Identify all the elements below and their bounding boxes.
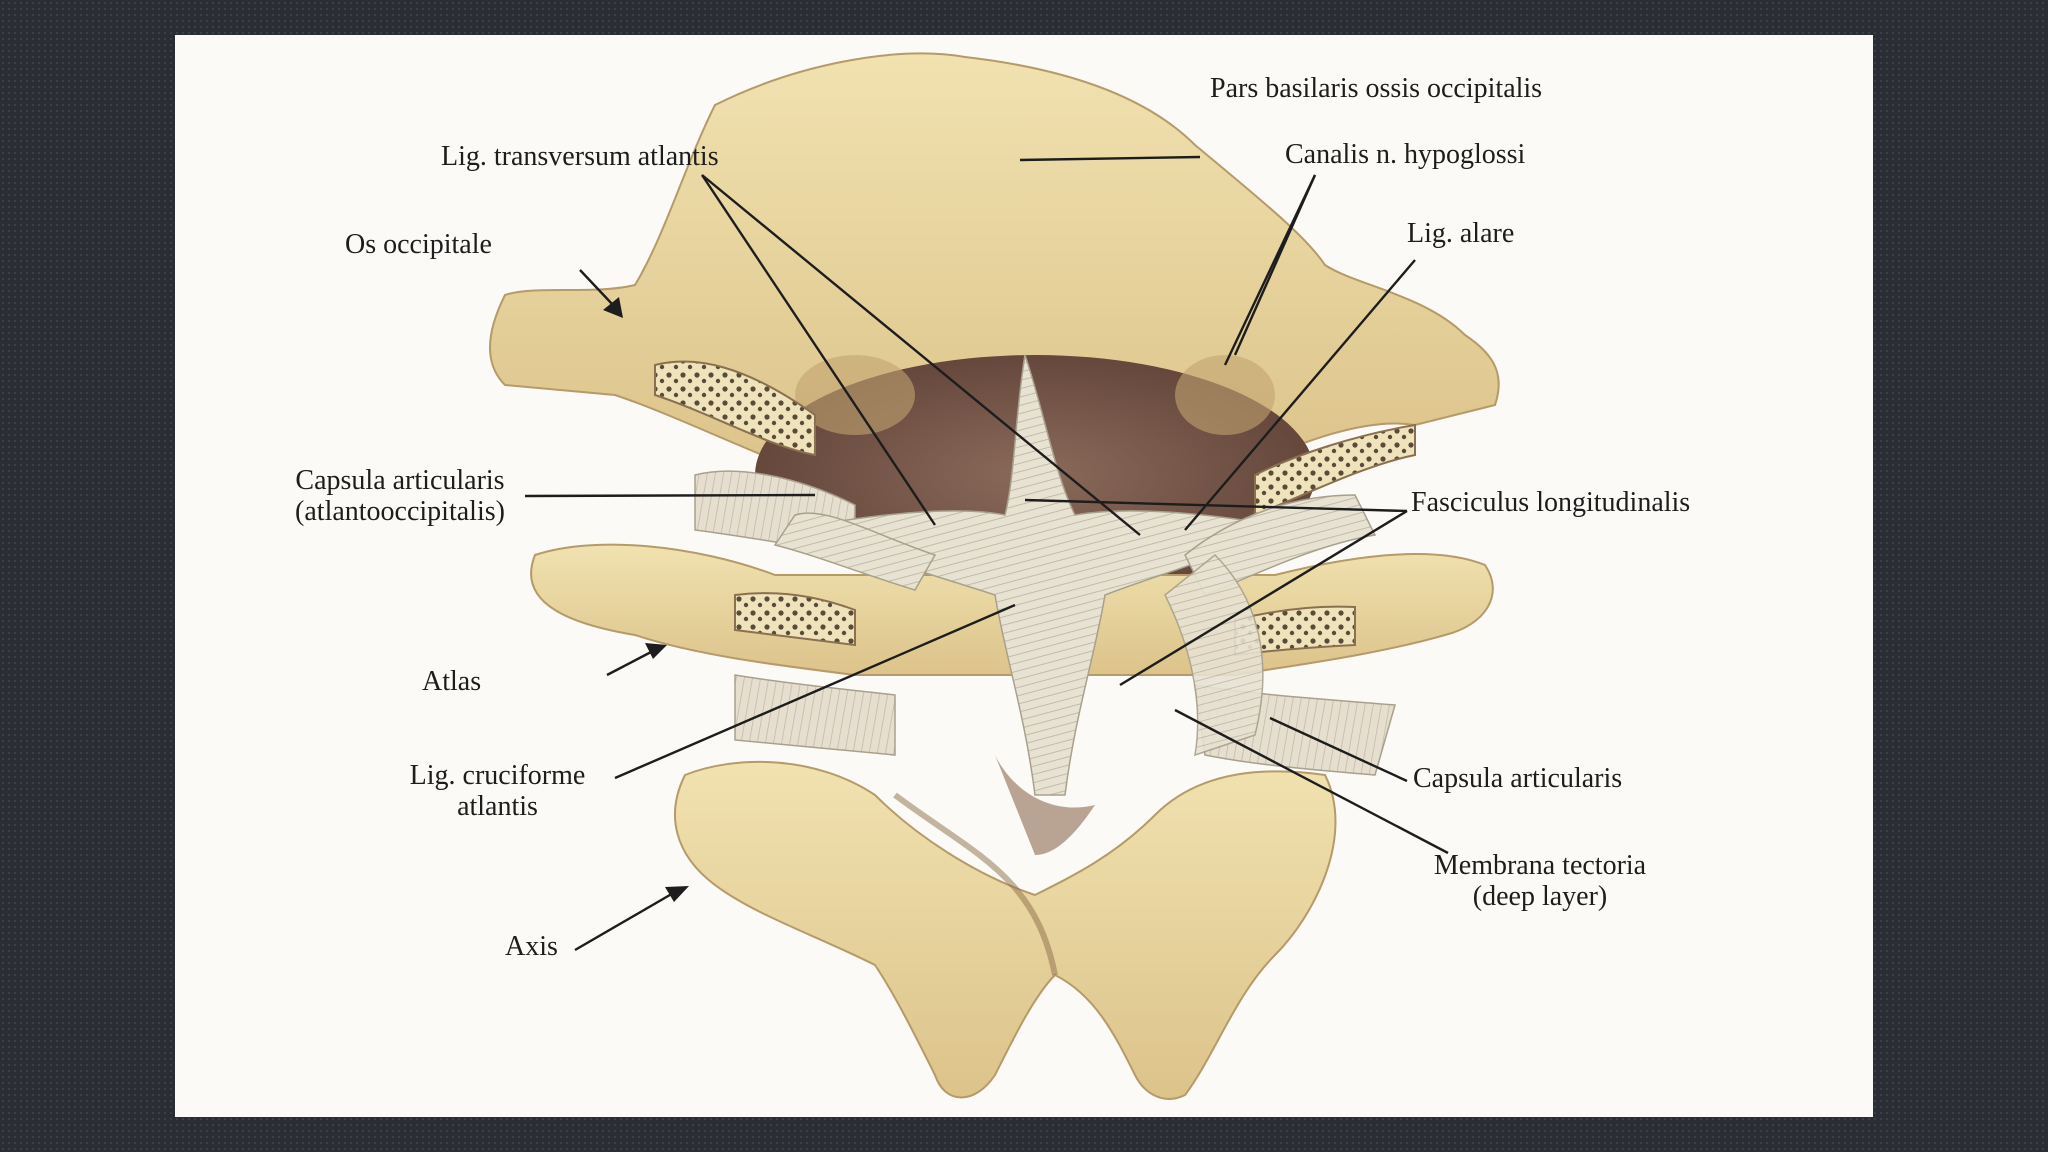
leader-membrana-tectoria xyxy=(1174,708,1449,855)
label-lig-transversum: Lig. transversum atlantis xyxy=(441,141,719,172)
label-membrana-tectoria-line2: (deep layer) xyxy=(1472,881,1608,912)
cruciform-ligament-shape xyxy=(813,354,1277,796)
alar-ligament-right-shape xyxy=(1184,494,1377,596)
arrowhead-axis xyxy=(665,886,689,902)
leader-canalis-hypoglossi-b xyxy=(1223,174,1317,366)
arrow-heads xyxy=(603,297,689,902)
label-lig-cruciforme-line2: atlantis xyxy=(457,791,538,822)
tectorial-membrane-shape xyxy=(1164,553,1264,757)
leader-lig-transversum-a xyxy=(701,174,936,526)
leader-capsula-articularis xyxy=(1269,716,1408,783)
leader-lig-alare xyxy=(1184,259,1416,531)
leader-atlas xyxy=(606,649,654,677)
label-atlas: Atlas xyxy=(422,666,482,697)
label-lig-cruciforme-line1: Lig. cruciforme xyxy=(409,760,586,791)
leader-fasciculus-b xyxy=(1119,509,1408,687)
label-canalis-hypoglossi: Canalis n. hypoglossi xyxy=(1285,139,1526,170)
label-axis: Axis xyxy=(505,931,558,962)
capsule-left-lower xyxy=(734,674,896,756)
leader-lig-transversum-b xyxy=(701,174,1141,536)
leader-axis xyxy=(574,890,676,952)
cut-section-right-upper xyxy=(1254,423,1416,517)
arrowhead-atlas xyxy=(645,643,667,659)
arrowhead-os-occipitale xyxy=(603,297,623,318)
label-membrana-tectoria: Membrana tectoria (deep layer) xyxy=(1415,850,1665,912)
cut-section-left-upper xyxy=(654,360,816,457)
label-capsula-articularis: Capsula articularis xyxy=(1413,763,1623,794)
diagram-panel: Pars basilaris ossis occipitalis Lig. tr… xyxy=(175,35,1873,1117)
leader-lig-cruciforme xyxy=(614,603,1016,780)
leader-os-occipitale xyxy=(579,269,614,306)
label-fasciculus-longitudinalis: Fasciculus longitudinalis xyxy=(1411,487,1691,518)
leader-lines xyxy=(524,155,1449,952)
leader-fasciculus-a xyxy=(1024,498,1408,513)
label-capsula-ao-line2: (atlantooccipitalis) xyxy=(295,496,505,527)
label-pars-basilaris: Pars basilaris ossis occipitalis xyxy=(1210,73,1543,104)
cut-section-left-atlas xyxy=(734,592,856,647)
axis-vertebra-shape xyxy=(674,760,1337,1100)
label-capsula-ao-line1: Capsula articularis xyxy=(295,465,505,496)
leader-pars-basilaris xyxy=(1019,155,1201,162)
label-membrana-tectoria-line1: Membrana tectoria xyxy=(1433,850,1647,881)
alar-ligament-left-shape xyxy=(773,512,937,591)
label-lig-cruciforme: Lig. cruciforme atlantis xyxy=(390,760,605,822)
anatomy-illustration xyxy=(489,52,1500,1100)
label-capsula-ao: Capsula articularis (atlantooccipitalis) xyxy=(280,465,520,527)
label-os-occipitale: Os occipitale xyxy=(345,229,492,260)
label-lig-alare: Lig. alare xyxy=(1407,218,1515,249)
leader-capsula-ao xyxy=(524,493,816,498)
cut-section-right-atlas xyxy=(1234,605,1356,657)
